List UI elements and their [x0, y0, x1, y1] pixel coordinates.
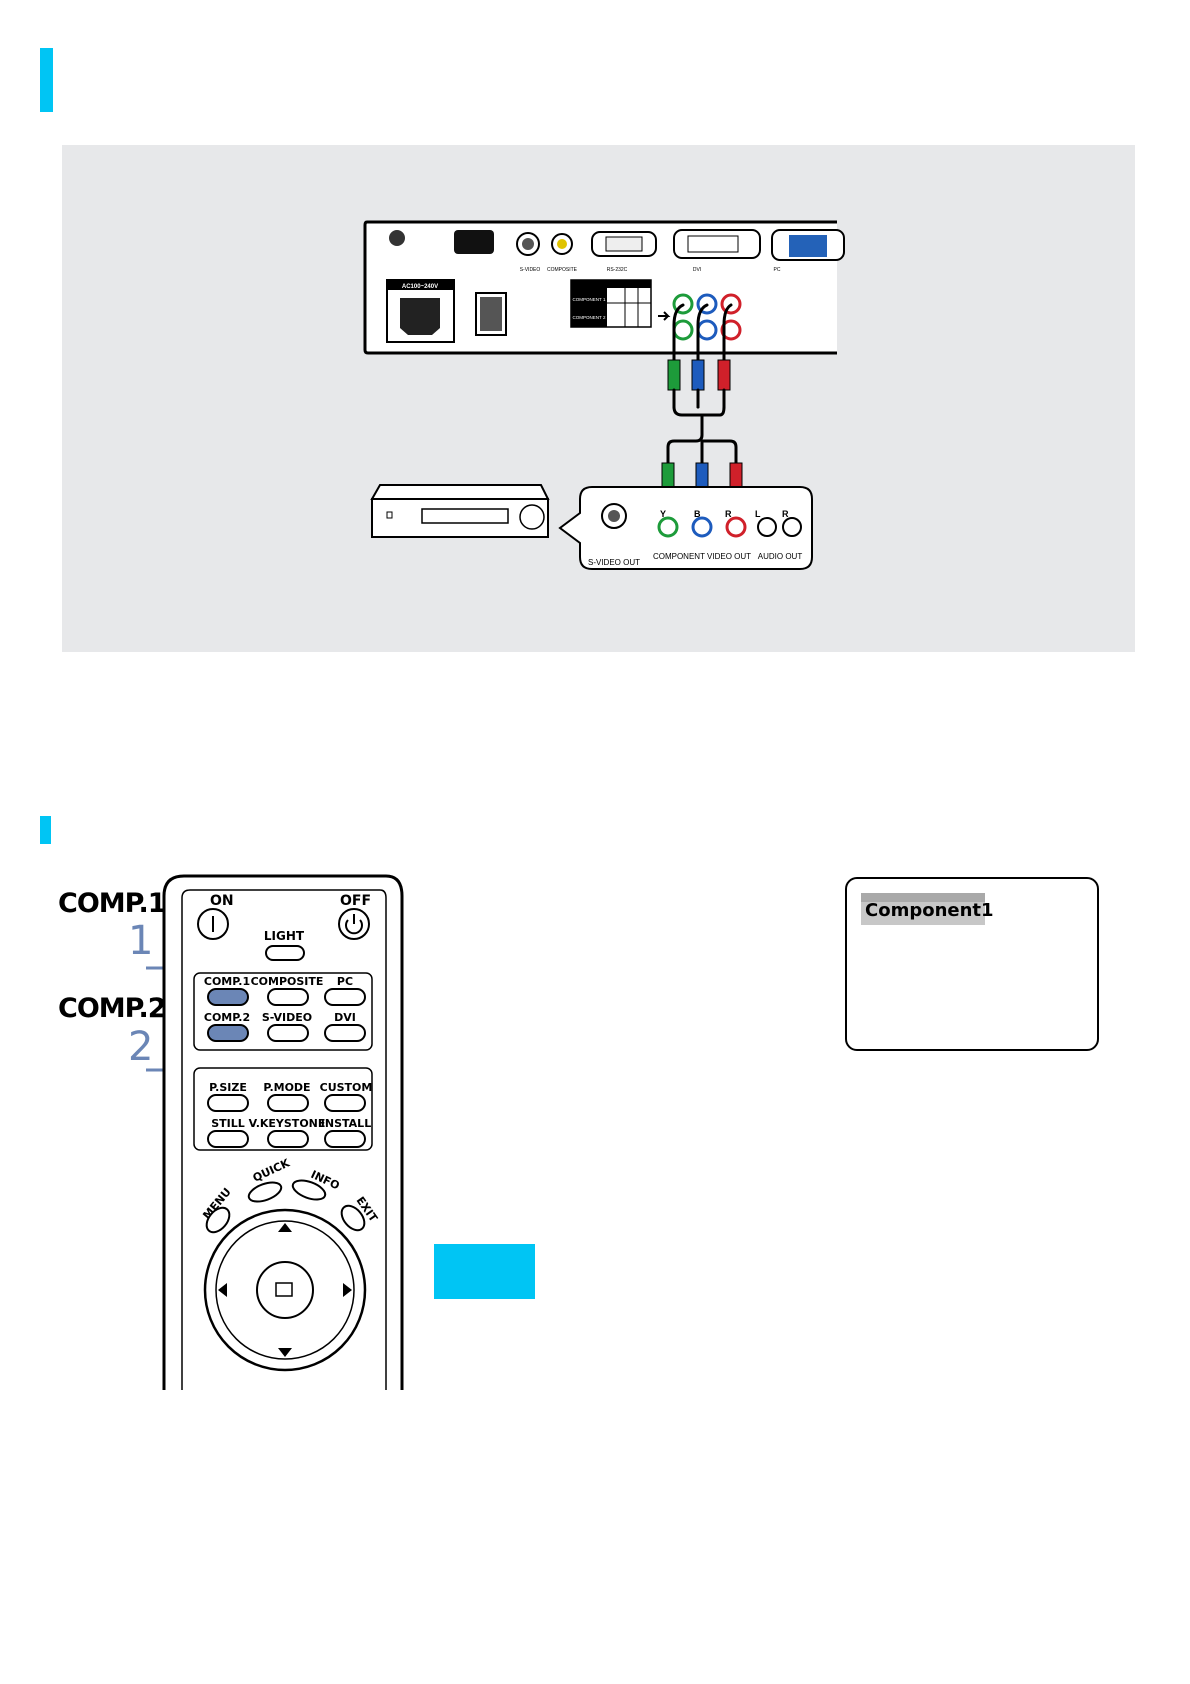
svideo-out-label: S-VIDEO OUT: [588, 558, 640, 567]
dvi-port-icon: [673, 229, 761, 259]
power-off-button[interactable]: [338, 908, 370, 940]
enter-button[interactable]: [256, 1261, 314, 1319]
comp2-button[interactable]: [207, 1024, 249, 1042]
pin-label-b: B: [694, 509, 701, 519]
composite-button[interactable]: [267, 988, 309, 1006]
remote-comp2-label: COMP.2: [204, 1011, 250, 1024]
svideo-port-icon: [516, 232, 540, 256]
left-arrow-icon[interactable]: [218, 1283, 227, 1297]
remote-install-label: INSTALL: [321, 1117, 371, 1130]
enter-icon: [275, 1282, 293, 1297]
osd-preview-box: Component1: [845, 877, 1099, 1051]
remote-control: ON OFF LIGHT COMP.1 COMPOSITE PC COMP.2 …: [146, 874, 404, 1390]
note-accent-box: [434, 1244, 535, 1299]
port-label-dvi: DVI: [693, 267, 701, 273]
remote-dvi-label: DVI: [334, 1011, 356, 1024]
remote-off-label: OFF: [340, 893, 371, 909]
connection-diagram: S-VIDEO COMPOSITE RS-232C DVI PC AC100~2…: [363, 220, 845, 570]
remote-vkeystone-label: V.KEYSTONE: [249, 1117, 326, 1130]
connection-diagram-panel: S-VIDEO COMPOSITE RS-232C DVI PC AC100~2…: [62, 145, 1135, 652]
rs232c-port-icon: [591, 231, 657, 257]
pc-button[interactable]: [324, 988, 366, 1006]
port-label-composite: COMPOSITE: [547, 267, 578, 273]
remote-custom-label: CUSTOM: [320, 1081, 373, 1094]
power-on-button[interactable]: [197, 908, 229, 940]
remote-svideo-label: S-VIDEO: [262, 1011, 312, 1024]
right-arrow-icon[interactable]: [343, 1283, 352, 1297]
exit-button[interactable]: [337, 1201, 369, 1234]
source-connector-panel: Y B R L R S-VIDEO OUT COMPONENT VIDEO OU…: [558, 486, 813, 570]
light-button[interactable]: [265, 945, 305, 961]
projector-rear-panel: S-VIDEO COMPOSITE RS-232C DVI PC AC100~2…: [363, 220, 845, 355]
quick-button[interactable]: [246, 1179, 283, 1206]
remote-psize-label: P.SIZE: [209, 1081, 247, 1094]
info-button[interactable]: [290, 1177, 327, 1204]
pin-label-audio-l: L: [755, 509, 761, 519]
ac-inlet-label: AC100~240V: [402, 284, 438, 290]
dvd-player-icon: [370, 484, 550, 538]
remote-pmode-label: P.MODE: [263, 1081, 310, 1094]
osd-source-title: Component1: [861, 893, 994, 925]
pc-port-icon: [771, 229, 845, 261]
comp2-callout-label: COMP.2: [58, 993, 167, 1024]
dvi-button[interactable]: [324, 1024, 366, 1042]
psize-button[interactable]: [207, 1094, 249, 1112]
install-button[interactable]: [324, 1130, 366, 1148]
menu-button[interactable]: [202, 1203, 234, 1236]
remote-comp1-label: COMP.1: [204, 975, 250, 988]
composite-port-icon: [551, 233, 573, 255]
component-row-1-label: COMPONENT 1: [573, 297, 606, 302]
section-accent-bar-top: [40, 48, 53, 112]
pin-label-r: R: [725, 509, 732, 519]
pin-label-y: Y: [660, 509, 666, 519]
port-label-pc: PC: [774, 267, 781, 273]
section-accent-bar-second: [40, 816, 51, 844]
still-button[interactable]: [207, 1130, 249, 1148]
remote-on-label: ON: [210, 893, 234, 909]
port-label-rs232c: RS-232C: [607, 267, 628, 273]
remote-still-label: STILL: [211, 1117, 245, 1130]
comp2-callout-number: 2: [128, 1024, 154, 1070]
component-row-2-label: COMPONENT 2: [573, 315, 606, 320]
comp1-callout-label: COMP.1: [58, 888, 167, 919]
up-arrow-icon[interactable]: [278, 1223, 292, 1232]
remote-composite-label: COMPOSITE: [251, 975, 324, 988]
audio-out-label: AUDIO OUT: [758, 552, 803, 561]
down-arrow-icon[interactable]: [278, 1348, 292, 1357]
custom-button[interactable]: [324, 1094, 366, 1112]
port-label-svideo: S-VIDEO: [520, 267, 541, 273]
comp1-callout-number: 1: [128, 918, 154, 964]
comp1-button[interactable]: [207, 988, 249, 1006]
pmode-button[interactable]: [267, 1094, 309, 1112]
remote-pc-label: PC: [337, 975, 353, 988]
vkeystone-button[interactable]: [267, 1130, 309, 1148]
svideo-button[interactable]: [267, 1024, 309, 1042]
remote-light-label: LIGHT: [264, 929, 305, 943]
component-video-out-label: COMPONENT VIDEO OUT: [653, 552, 751, 561]
pin-label-audio-r: R: [782, 509, 789, 519]
